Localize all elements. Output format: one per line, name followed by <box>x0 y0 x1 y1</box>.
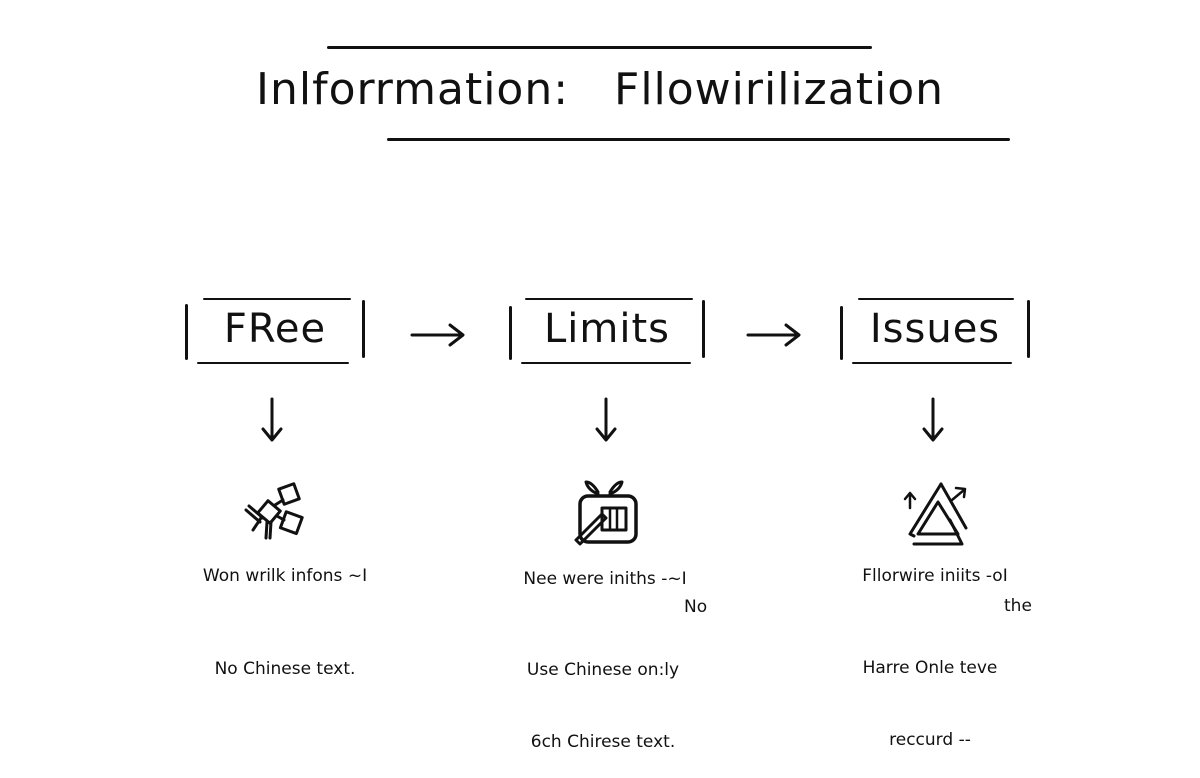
right-arrow-icon <box>746 323 801 347</box>
page-title: Inlforrmation: Fllowirilization <box>255 64 944 115</box>
stage-box-free: FRee <box>185 298 365 364</box>
stage-caption: Nee were iniths -~I <box>523 569 687 589</box>
stage-note: Use Chinese on:ly 6ch Chirese text. <box>488 610 718 778</box>
stage-label: FRee <box>223 306 327 352</box>
note-line: 6ch Chirese text. <box>530 732 676 752</box>
stage-note: Harre Onle teve reccurd -- <box>815 608 1045 776</box>
stage-caption: Fllorwire iniits -oI <box>862 566 1008 586</box>
stage-caption: Won wrilk infons ~I <box>202 566 368 586</box>
stage-note: No Chinese text. <box>170 609 400 705</box>
down-arrow-icon <box>595 397 617 442</box>
tv-screen-icon <box>574 480 638 546</box>
note-line: No Chinese text. <box>214 659 356 679</box>
satellite-icon <box>244 482 304 540</box>
title-overline <box>327 46 872 49</box>
right-arrow-icon <box>410 323 465 347</box>
stage-box-issues: Issues <box>840 298 1030 364</box>
stage-label: Limits <box>544 306 670 352</box>
stage-box-limits: Limits <box>509 298 705 364</box>
down-arrow-icon <box>261 397 283 442</box>
note-line: Use Chinese on:ly <box>526 660 680 680</box>
stage-note-superscript: No <box>684 597 708 617</box>
warning-triangle-icon <box>903 482 968 546</box>
stage-label: Issues <box>869 306 1001 352</box>
title-underline <box>387 138 1010 141</box>
note-line: reccurd -- <box>889 730 971 750</box>
stage-note-superscript: the <box>1004 596 1032 616</box>
note-line: Harre Onle teve <box>862 658 998 678</box>
down-arrow-icon <box>922 397 944 442</box>
